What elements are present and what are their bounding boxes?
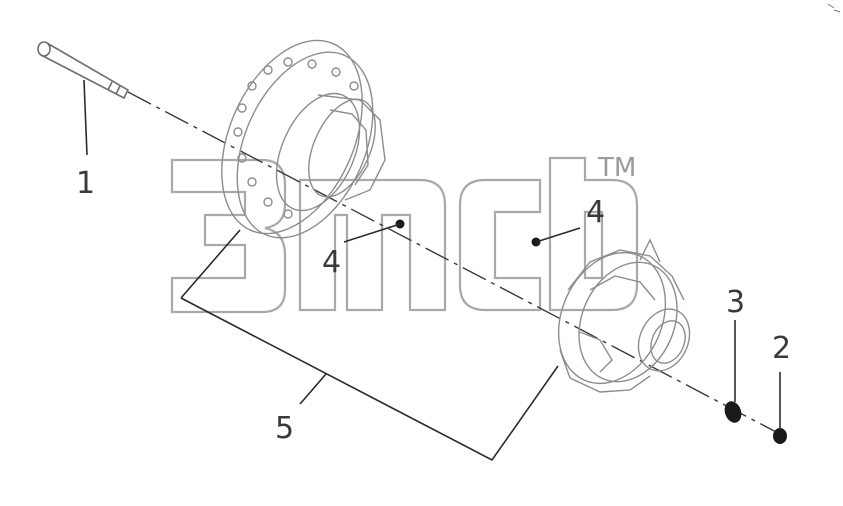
nut-part	[773, 428, 787, 444]
callout-4a: 4	[322, 245, 341, 280]
assembly-axis-line	[127, 91, 781, 435]
callout-3: 3	[726, 285, 745, 320]
watermark-logo: TM	[170, 153, 639, 314]
leader-line-4b	[535, 227, 581, 243]
washer-part	[724, 401, 742, 423]
leader-line-5	[180, 229, 559, 462]
differential-case-part	[557, 238, 691, 393]
leader-lines	[83, 79, 781, 462]
callout-1: 1	[76, 166, 95, 201]
callout-4b: 4	[586, 195, 605, 230]
leader-line-4a	[343, 223, 401, 243]
corner-mark	[827, 3, 841, 13]
leader-line-1	[83, 79, 88, 156]
callout-2: 2	[772, 331, 791, 366]
flange-housing-part	[221, 39, 386, 239]
callout-5: 5	[275, 411, 294, 446]
callout-labels: 1 2 3 4 4 5	[76, 166, 791, 446]
trademark-text: TM	[597, 153, 636, 183]
bolt-part	[37, 41, 130, 100]
